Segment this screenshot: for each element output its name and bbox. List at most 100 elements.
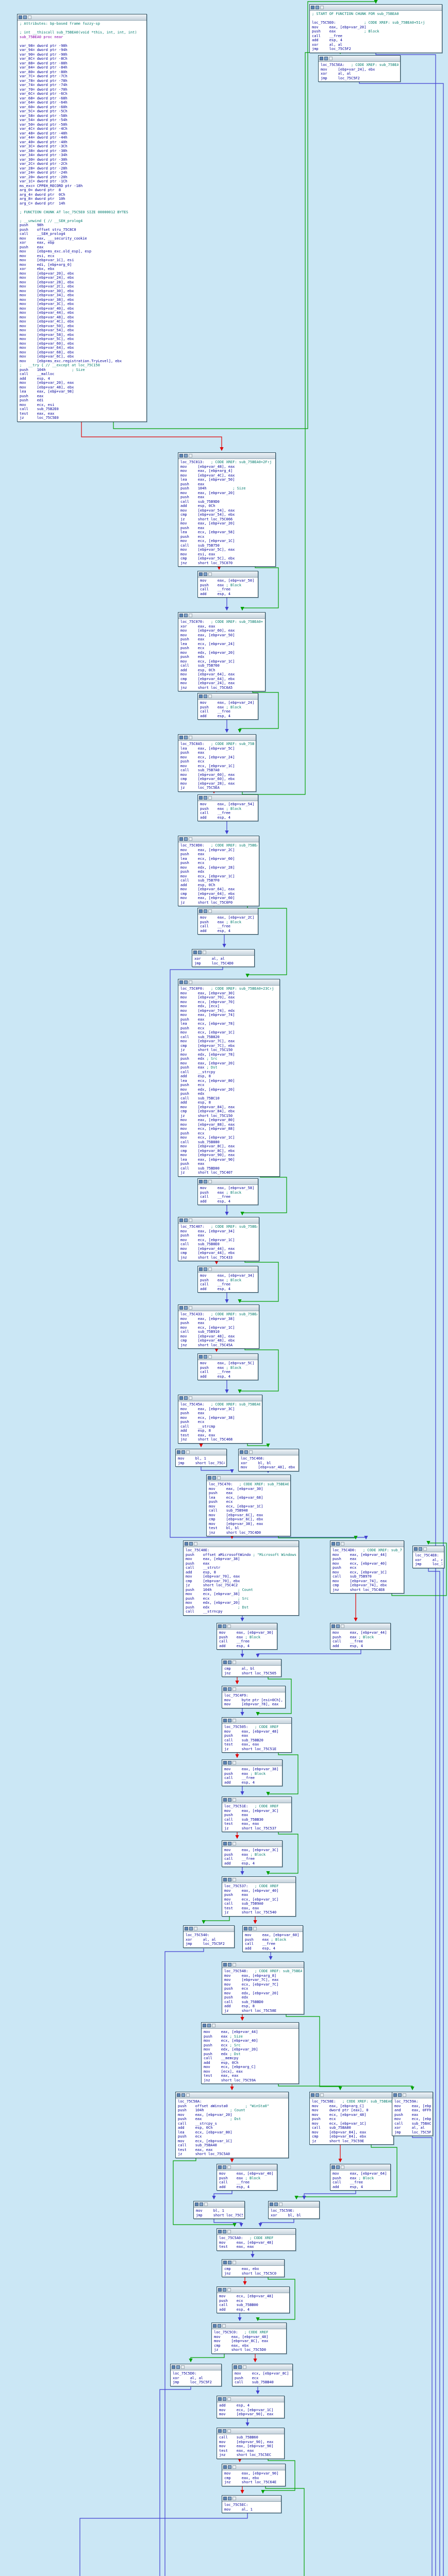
node-pin-icon[interactable] xyxy=(177,2093,180,2097)
node-pin-icon[interactable] xyxy=(179,837,183,841)
node-pin-icon[interactable] xyxy=(218,1624,222,1628)
node-titlebar[interactable] xyxy=(243,1926,303,1932)
node-titlebar[interactable] xyxy=(198,1266,258,1273)
node-titlebar[interactable] xyxy=(222,2464,285,2470)
node-pin-icon[interactable] xyxy=(331,2165,335,2169)
node-titlebar[interactable] xyxy=(330,2164,390,2171)
node-pin-icon[interactable] xyxy=(311,2093,314,2097)
node-frame-color-icon[interactable] xyxy=(274,2202,278,2206)
node-pin-icon[interactable] xyxy=(223,1719,227,1722)
node-group-icon[interactable] xyxy=(233,1878,236,1882)
node-pin-icon[interactable] xyxy=(199,796,203,800)
node-group-icon[interactable] xyxy=(233,1798,236,1802)
node-titlebar[interactable] xyxy=(212,2323,286,2329)
node-pin-icon[interactable] xyxy=(223,1761,227,1765)
node-titlebar[interactable] xyxy=(222,1686,285,1692)
node-pin-icon[interactable] xyxy=(223,1878,227,1882)
node-group-icon[interactable] xyxy=(189,454,192,457)
graph-node-n29[interactable]: loc_75C548: ; CODE XREF: sub_75BEA0+69C↑… xyxy=(222,1961,304,2014)
node-titlebar[interactable] xyxy=(413,1546,444,1552)
node-frame-color-icon[interactable] xyxy=(398,2093,402,2097)
node-group-icon[interactable] xyxy=(233,1719,236,1722)
node-group-icon[interactable] xyxy=(233,2465,236,2469)
node-titlebar[interactable] xyxy=(222,1797,291,1803)
node-group-icon[interactable] xyxy=(233,1660,236,1664)
node-pin-icon[interactable] xyxy=(223,1660,227,1664)
node-frame-color-icon[interactable] xyxy=(324,57,328,60)
node-titlebar[interactable] xyxy=(217,2229,295,2235)
node-group-icon[interactable] xyxy=(28,15,31,19)
node-group-icon[interactable] xyxy=(423,1547,427,1551)
node-frame-color-icon[interactable] xyxy=(336,2165,340,2169)
node-frame-color-icon[interactable] xyxy=(204,1180,207,1183)
node-pin-icon[interactable] xyxy=(223,2261,227,2264)
node-pin-icon[interactable] xyxy=(393,2093,397,2097)
node-group-icon[interactable] xyxy=(208,909,212,913)
node-titlebar[interactable] xyxy=(184,1926,234,1932)
node-pin-icon[interactable] xyxy=(223,1687,227,1691)
node-titlebar[interactable] xyxy=(198,908,258,914)
graph-node-a[interactable]: ; Attributes: bp-based frame fuzzy-sp ; … xyxy=(17,14,147,422)
node-frame-color-icon[interactable] xyxy=(184,454,188,457)
node-titlebar[interactable] xyxy=(194,2201,244,2208)
node-group-icon[interactable] xyxy=(189,1396,192,1400)
node-frame-color-icon[interactable] xyxy=(248,1927,252,1930)
node-group-icon[interactable] xyxy=(194,1542,197,1546)
node-group-icon[interactable] xyxy=(208,572,212,576)
node-group-icon[interactable] xyxy=(233,2497,236,2500)
graph-node-n07[interactable]: loc_75C0D0: ; CODE XREF: sub_75BEA0+21E↑… xyxy=(178,836,259,906)
node-pin-icon[interactable] xyxy=(218,2288,222,2292)
node-frame-color-icon[interactable] xyxy=(228,1660,231,1664)
node-pin-icon[interactable] xyxy=(199,909,203,913)
node-frame-color-icon[interactable] xyxy=(204,1267,207,1271)
node-pin-icon[interactable] xyxy=(179,1218,183,1222)
node-pin-icon[interactable] xyxy=(223,2497,227,2500)
graph-node-n31c[interactable]: loc_75C58E: ; CODE XREF: sub_75BEA0+6F1↑… xyxy=(309,2092,394,2145)
node-pin-icon[interactable] xyxy=(203,2024,206,2027)
node-group-icon[interactable] xyxy=(189,736,192,739)
graph-node-chunk1[interactable]: ; START OF FUNCTION CHUNK FOR sub_75BEA0… xyxy=(309,4,442,53)
node-group-icon[interactable] xyxy=(189,980,192,984)
node-titlebar[interactable] xyxy=(319,56,400,62)
node-group-icon[interactable] xyxy=(320,2093,324,2097)
graph-node-n19r[interactable]: loc_75C4D0: ; CODE XREF: sub_75BEA0+73↑j… xyxy=(330,1540,404,1594)
node-pin-icon[interactable] xyxy=(331,1624,335,1628)
node-group-icon[interactable] xyxy=(227,2230,231,2233)
node-group-icon[interactable] xyxy=(208,1355,212,1359)
node-frame-color-icon[interactable] xyxy=(184,736,188,739)
node-titlebar[interactable] xyxy=(198,571,258,578)
node-titlebar[interactable] xyxy=(392,2092,433,2098)
node-pin-icon[interactable] xyxy=(199,694,203,698)
node-titlebar[interactable] xyxy=(222,2496,281,2502)
node-titlebar[interactable] xyxy=(222,1962,304,1968)
node-titlebar[interactable] xyxy=(202,2023,298,2029)
node-titlebar[interactable] xyxy=(233,2364,292,2370)
node-frame-color-icon[interactable] xyxy=(316,2093,319,2097)
node-titlebar[interactable] xyxy=(222,2260,284,2266)
node-group-icon[interactable] xyxy=(233,1687,236,1691)
node-frame-color-icon[interactable] xyxy=(189,1542,193,1546)
node-frame-color-icon[interactable] xyxy=(184,1218,188,1222)
node-group-icon[interactable] xyxy=(341,1624,344,1628)
node-frame-color-icon[interactable] xyxy=(228,1963,231,1967)
node-group-icon[interactable] xyxy=(249,1450,253,1454)
node-pin-icon[interactable] xyxy=(213,2324,217,2328)
node-pin-icon[interactable] xyxy=(223,2465,227,2469)
node-pin-icon[interactable] xyxy=(179,454,183,457)
